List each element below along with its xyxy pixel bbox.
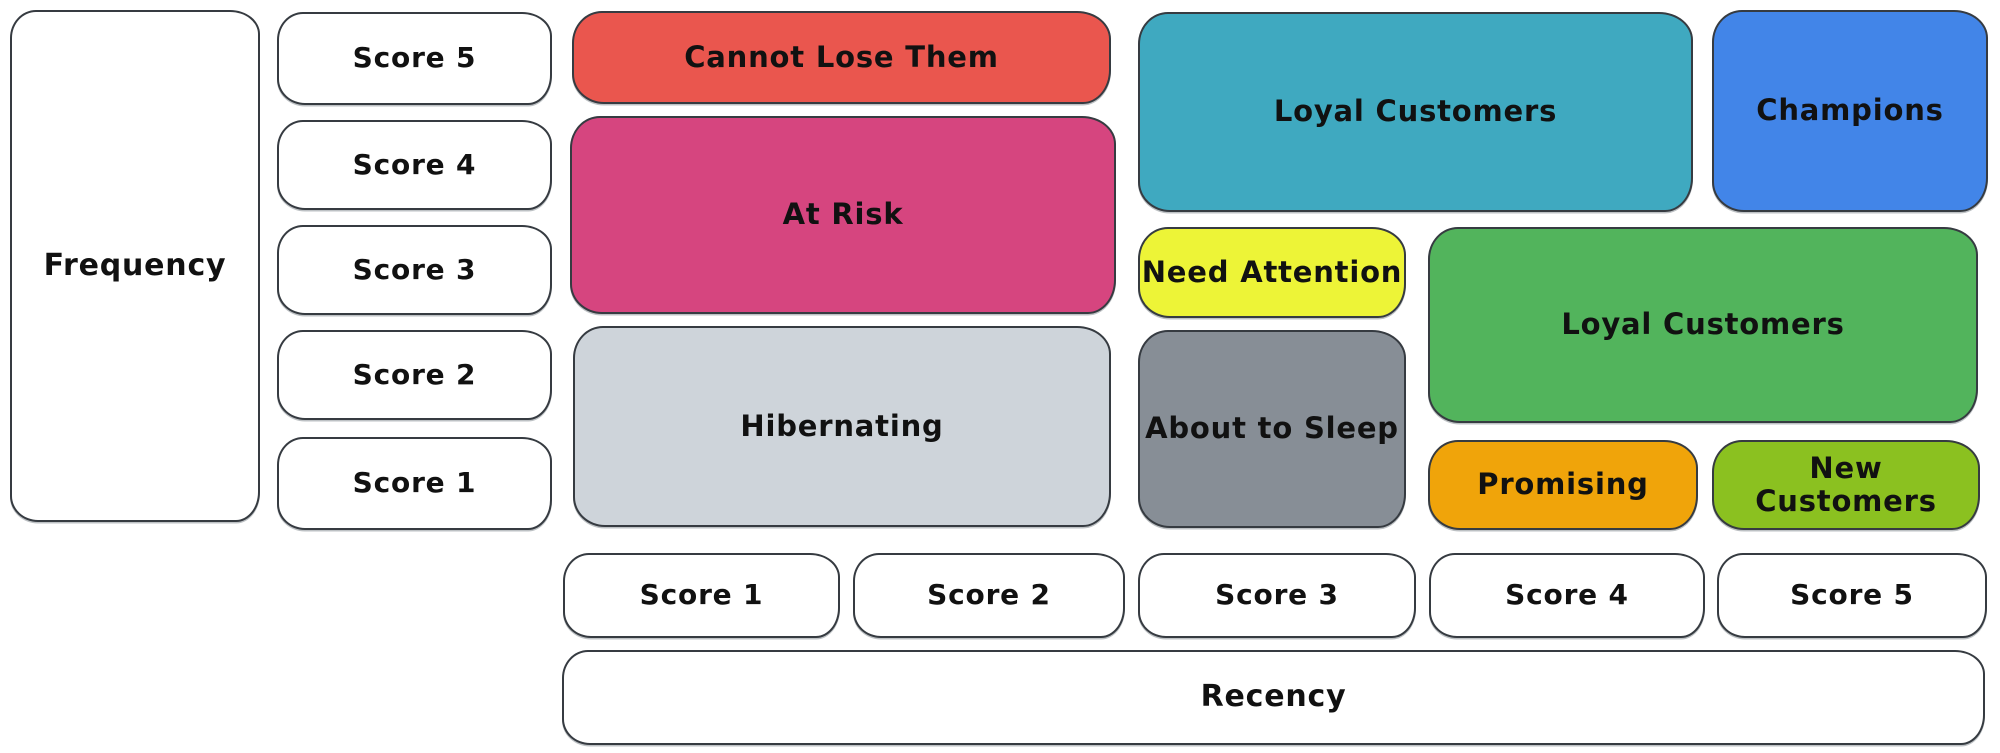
segment-loyal-customers-top: Loyal Customers xyxy=(1138,12,1693,212)
segment-about-to-sleep-label: About to Sleep xyxy=(1145,411,1399,446)
segment-at-risk-label: At Risk xyxy=(782,197,904,232)
frequency-score-4-box: Score 4 xyxy=(277,120,552,210)
segment-hibernating-label: Hibernating xyxy=(740,408,944,443)
segment-loyal-customers-top-label: Loyal Customers xyxy=(1273,94,1558,129)
segment-about-to-sleep: About to Sleep xyxy=(1138,330,1406,528)
segment-promising-label: Promising xyxy=(1477,467,1649,502)
frequency-score-5-label: Score 5 xyxy=(352,41,477,75)
recency-score-5-box: Score 5 xyxy=(1717,553,1987,638)
frequency-score-3-box: Score 3 xyxy=(277,225,552,315)
segment-at-risk: At Risk xyxy=(570,116,1116,314)
frequency-score-1-box: Score 1 xyxy=(277,437,552,530)
recency-score-5-label: Score 5 xyxy=(1790,578,1914,612)
segment-cannot-lose-them-label: Cannot Lose Them xyxy=(684,39,999,74)
segment-new-customers-label: New Customers xyxy=(1755,450,1937,518)
recency-score-4-label: Score 4 xyxy=(1505,578,1629,612)
recency-axis-box: Recency xyxy=(562,650,1985,745)
recency-score-2-box: Score 2 xyxy=(853,553,1125,638)
segment-champions-label: Champions xyxy=(1756,93,1944,128)
recency-score-3-label: Score 3 xyxy=(1215,578,1339,612)
segment-cannot-lose-them: Cannot Lose Them xyxy=(572,11,1111,104)
frequency-score-1-label: Score 1 xyxy=(352,466,477,500)
segment-champions: Champions xyxy=(1712,10,1988,212)
segment-hibernating: Hibernating xyxy=(573,326,1111,527)
segment-loyal-customers-right-label: Loyal Customers xyxy=(1561,307,1845,342)
frequency-score-3-label: Score 3 xyxy=(352,252,477,286)
segment-need-attention-label: Need Attention xyxy=(1141,254,1403,289)
frequency-score-2-box: Score 2 xyxy=(277,330,552,420)
recency-score-1-label: Score 1 xyxy=(639,578,764,612)
frequency-score-5-box: Score 5 xyxy=(277,12,552,105)
frequency-score-2-label: Score 2 xyxy=(352,357,477,391)
segment-new-customers: New Customers xyxy=(1712,440,1980,530)
recency-score-1-box: Score 1 xyxy=(563,553,840,638)
recency-axis-label: Recency xyxy=(1200,679,1347,715)
recency-score-4-box: Score 4 xyxy=(1429,553,1705,638)
segment-loyal-customers-right: Loyal Customers xyxy=(1428,227,1978,423)
frequency-score-4-label: Score 4 xyxy=(352,147,477,181)
segment-promising: Promising xyxy=(1428,440,1698,530)
segment-need-attention: Need Attention xyxy=(1138,227,1406,318)
recency-score-3-box: Score 3 xyxy=(1138,553,1416,638)
frequency-axis-label: Frequency xyxy=(43,247,227,283)
recency-score-2-label: Score 2 xyxy=(927,578,1051,612)
frequency-axis-box: Frequency xyxy=(10,10,260,522)
